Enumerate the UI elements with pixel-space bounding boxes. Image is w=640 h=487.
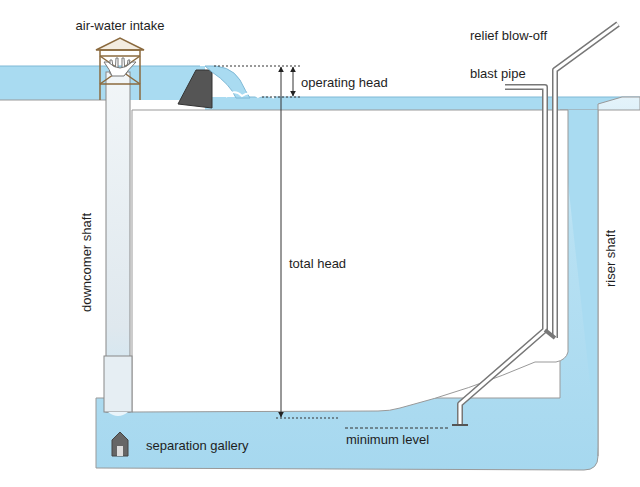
cone-opening (117, 446, 123, 456)
downcomer-outlet (104, 356, 132, 412)
total-head-label: total head (289, 256, 346, 271)
relief-blow-off-pipe (545, 24, 618, 338)
head-dimensions (214, 66, 340, 418)
gallery-label: separation gallery (146, 438, 249, 453)
operating-head-label: operating head (301, 75, 388, 90)
minimum-level-line (345, 428, 448, 429)
intake-label: air-water intake (76, 18, 165, 33)
blast-pipe-label: blast pipe (470, 66, 526, 81)
separation-cone (112, 432, 128, 456)
riser-label: riser shaft (603, 229, 618, 286)
ground-line (0, 100, 106, 101)
intake-pipes (104, 58, 136, 76)
spillway-flow (205, 66, 250, 98)
minimum-level-label: minimum level (346, 432, 429, 447)
tailwater-surface (240, 97, 640, 98)
air-bubbles (108, 412, 128, 416)
blast-pipe (452, 87, 545, 425)
downcomer-label: downcomer shaft (79, 213, 94, 312)
relief-label: relief blow-off (470, 28, 547, 43)
gallery-and-riser (96, 97, 640, 470)
dam (178, 70, 212, 108)
tailwater (205, 97, 640, 110)
riser-wall (598, 110, 599, 456)
intake-tower (96, 38, 144, 100)
